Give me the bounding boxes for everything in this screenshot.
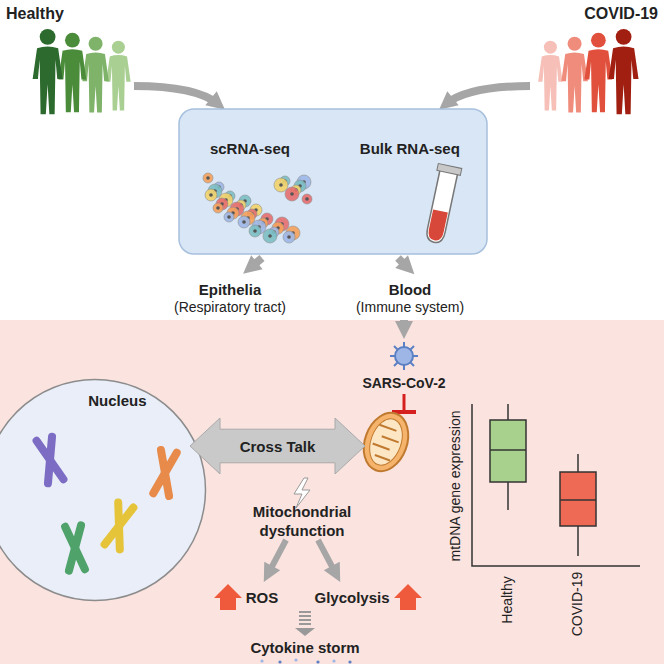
- tissue-label: Epithelia: [199, 281, 262, 300]
- effect-label: Glycolysis: [314, 589, 389, 608]
- tissue-label: Blood: [389, 281, 432, 300]
- inhibition: [392, 394, 416, 412]
- covid-people: [538, 29, 638, 114]
- group-label: Healthy: [6, 4, 64, 24]
- process-label: Mitochondrial dysfunction: [232, 503, 372, 541]
- node-text: Nucleus: [88, 392, 146, 409]
- category-label: Healthy: [499, 576, 517, 623]
- nucleus-circle: Nucleus: [0, 378, 207, 602]
- group-label: COVID-19: [584, 4, 658, 24]
- node-text: scRNA-seq: [210, 139, 290, 156]
- category-label: COVID-19: [569, 572, 587, 637]
- node-shape: [178, 108, 488, 255]
- tissue-note: (Respiratory tract): [174, 299, 286, 317]
- healthy-people: [33, 29, 131, 114]
- virus-icon: [390, 342, 418, 370]
- up-arrow: [394, 584, 422, 610]
- axis-label: mtDNA gene expression: [447, 411, 465, 562]
- cross-talk-arrow: Cross Talk: [190, 418, 365, 474]
- node-shape: [0, 378, 207, 602]
- tissue-note: (Immune system): [356, 299, 464, 317]
- effect-label: ROS: [246, 589, 279, 608]
- mitochondrion: [356, 407, 416, 478]
- up-arrow: [214, 584, 242, 610]
- box-plot: [472, 404, 640, 566]
- outcome-label: Cytokine storm: [250, 639, 359, 658]
- node-text: Bulk RNA-seq: [360, 139, 460, 156]
- node-text: Cross Talk: [240, 438, 316, 455]
- data-box: scRNA-seq Bulk RNA-seq: [178, 108, 488, 255]
- cytokine-arrow: [260, 612, 351, 664]
- virus-label: SARS-CoV-2: [362, 375, 445, 393]
